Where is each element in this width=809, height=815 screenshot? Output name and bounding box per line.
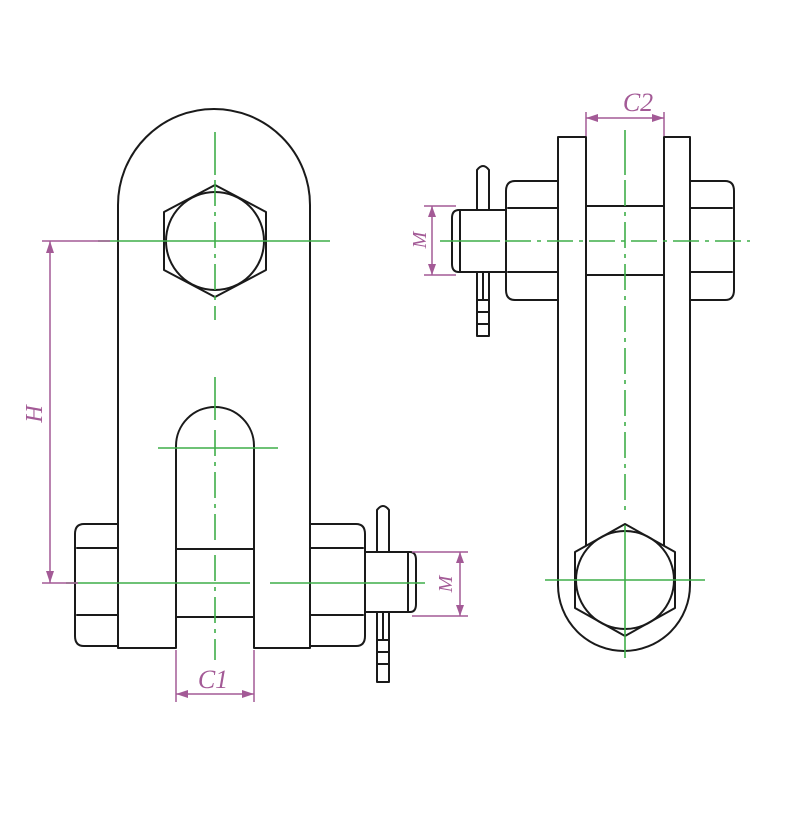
front-centerlines	[66, 132, 425, 660]
dimension-m-front: M	[412, 551, 468, 617]
bolt-threaded-end	[364, 551, 417, 613]
side-centerlines	[440, 130, 750, 658]
side-bolt-assembly	[451, 180, 735, 301]
c1-label: C1	[198, 665, 228, 694]
front-view: H C1 M	[22, 108, 468, 702]
right-hex-nut	[309, 523, 366, 647]
dimension-m-side: M	[409, 205, 456, 276]
front-cotter-pin	[376, 505, 390, 683]
dimension-c2: C2	[585, 88, 665, 136]
m-label-side: M	[409, 230, 431, 249]
m-label-front: M	[435, 574, 457, 593]
front-plate-outline	[117, 108, 311, 649]
dimension-c1: C1	[175, 650, 255, 702]
h-label: H	[22, 404, 48, 424]
dimension-h: H	[22, 240, 110, 584]
c2-label: C2	[623, 88, 653, 117]
left-hex-nut	[74, 523, 119, 647]
side-cotter-pin	[476, 165, 490, 337]
side-clevis-outline	[557, 136, 691, 652]
side-view: C2 M	[409, 88, 750, 658]
